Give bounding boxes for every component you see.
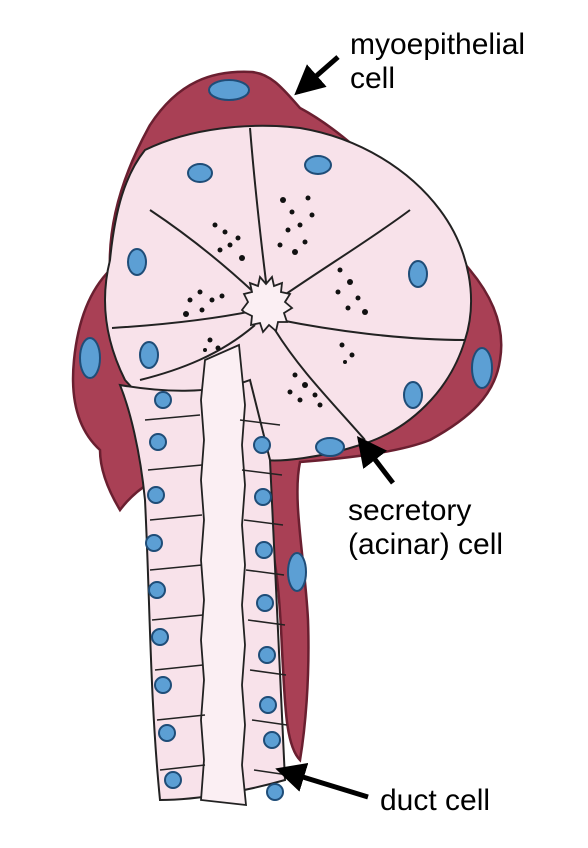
arrow-icon — [275, 55, 395, 800]
secretory-label-line2: (acinar) cell — [348, 528, 504, 561]
acinus — [104, 124, 472, 462]
duct-cell-label: duct cell — [380, 784, 490, 818]
acinar-nuclei — [127, 155, 428, 457]
acinar-lumen — [240, 275, 294, 334]
myoepithelial-nucleus — [208, 79, 250, 101]
myoepithelial-cell-label: myoepithelial cell — [350, 28, 525, 96]
duct — [118, 343, 289, 807]
myoepithelial-nucleus — [287, 552, 307, 592]
secretory-label-line1: secretory — [348, 494, 472, 527]
myoepithelial-label-line1: myoepithelial — [350, 28, 526, 61]
myoepithelial-label-line2: cell — [350, 62, 396, 95]
secretory-cell-label: secretory (acinar) cell — [348, 494, 503, 562]
secretory-granules — [183, 195, 368, 408]
myoepithelial-nucleus — [471, 347, 493, 389]
duct-nuclei — [145, 391, 284, 801]
duct-label-line1: duct cell — [380, 784, 491, 817]
myoepithelial-nucleus — [79, 337, 101, 379]
cell-borders — [111, 127, 466, 441]
